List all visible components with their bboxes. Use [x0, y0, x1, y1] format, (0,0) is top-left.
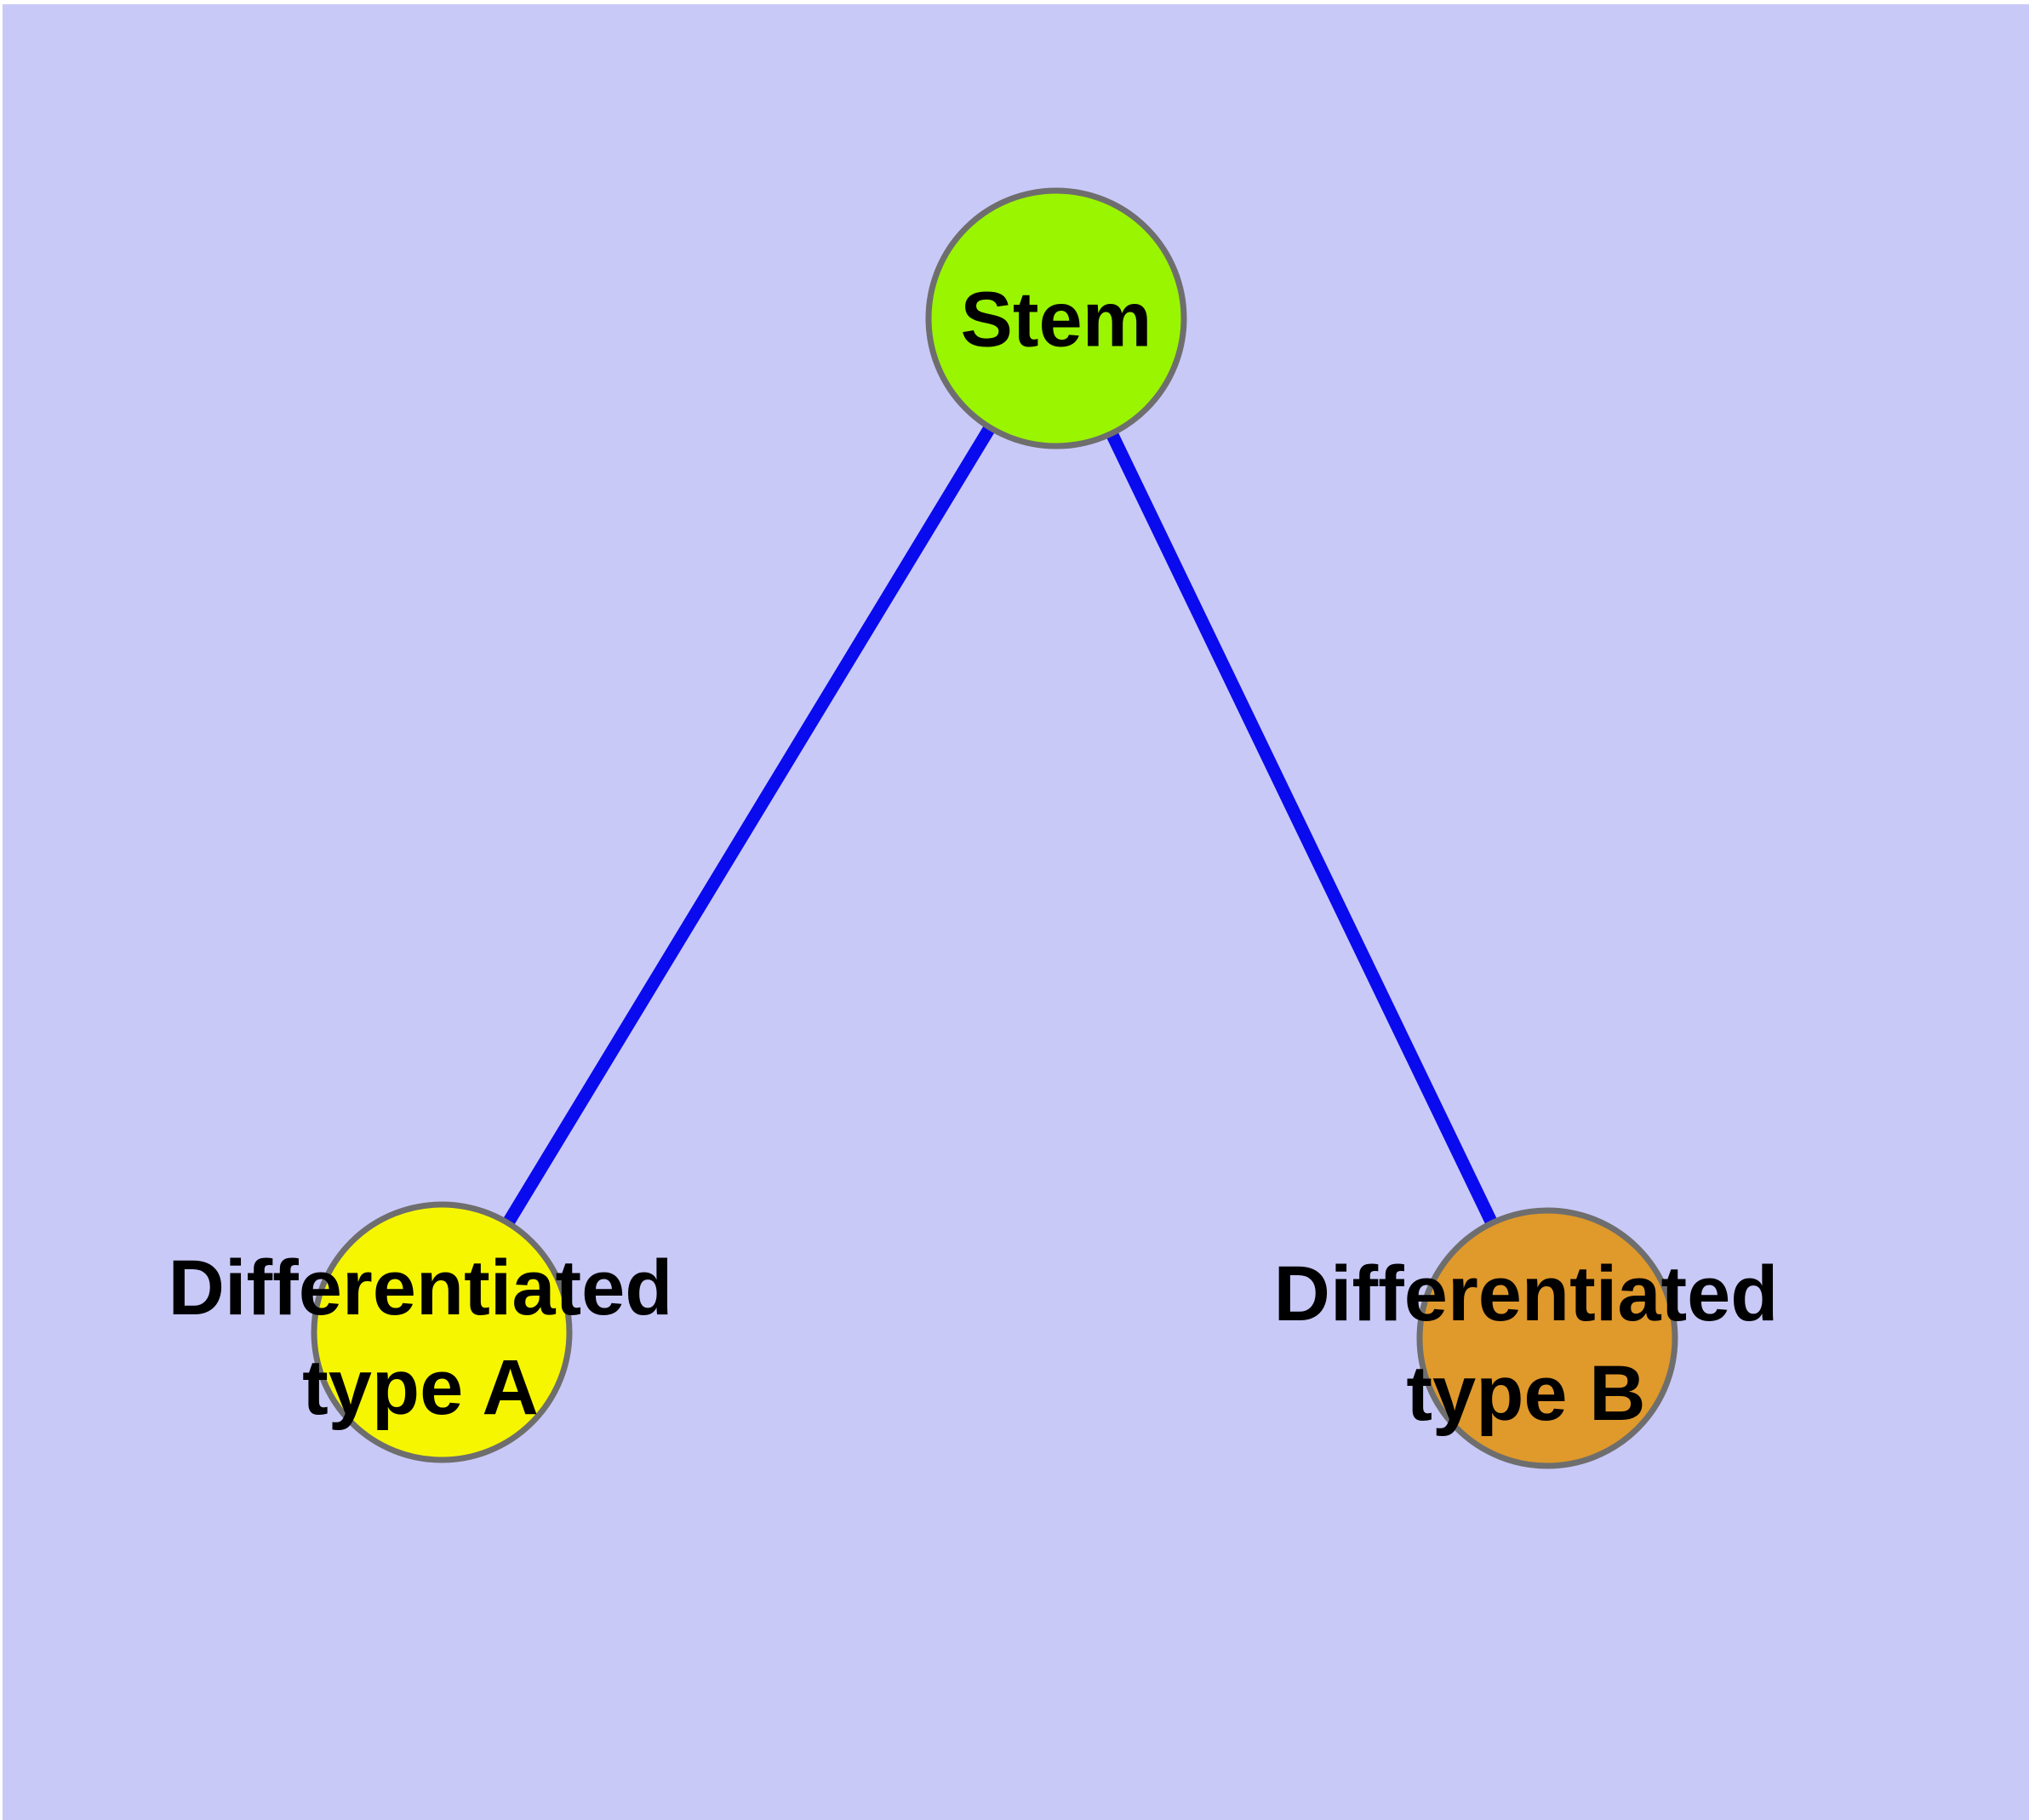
node-stem-circle — [925, 187, 1187, 449]
node-diff-type-b-circle — [1416, 1207, 1678, 1469]
edge-stem-to-type-b — [1050, 315, 1553, 1342]
edge-stem-to-type-a — [436, 315, 1062, 1336]
node-diff-type-a-circle — [311, 1201, 573, 1463]
